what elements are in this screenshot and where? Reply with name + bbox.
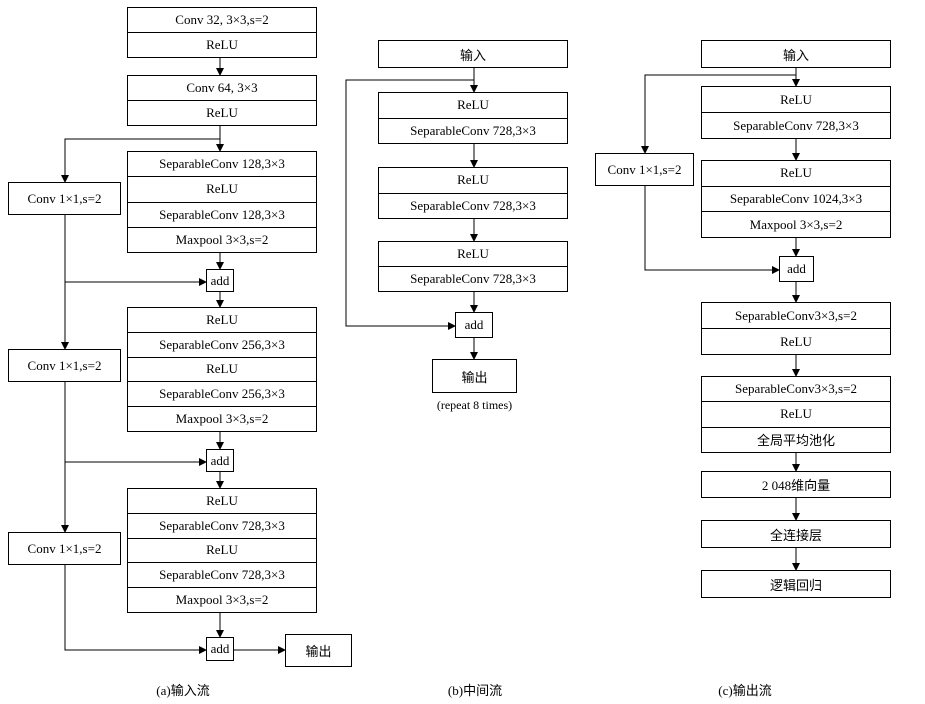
node-label: ReLU	[206, 311, 238, 327]
exit-vector-node: 2 048维向量	[701, 471, 891, 498]
repeat-note: (repeat 8 times)	[436, 398, 513, 412]
node-label: ReLU	[128, 32, 316, 57]
node-label: ReLU	[457, 246, 489, 261]
middle-block-2: ReLU SeparableConv 728,3×3	[378, 167, 568, 219]
caption-entry-flow: (a)输入流	[156, 683, 210, 698]
entry-block-sep128: SeparableConv 128,3×3 ReLU SeparableConv…	[127, 151, 317, 253]
exit-input-node: 输入	[701, 40, 891, 68]
entry-block-conv64: Conv 64, 3×3 ReLU	[127, 75, 317, 126]
node-label: ReLU	[206, 492, 238, 508]
node-label: SeparableConv 728,3×3	[379, 117, 567, 144]
entry-add-node-1: add	[206, 269, 234, 292]
middle-block-1: ReLU SeparableConv 728,3×3	[378, 92, 568, 144]
middle-input-node: 输入	[378, 40, 568, 68]
entry-block-conv32: Conv 32, 3×3,s=2 ReLU	[127, 7, 317, 58]
node-label: SeparableConv 256,3×3	[128, 331, 316, 357]
node-label: ReLU	[128, 100, 316, 125]
exit-add-node: add	[779, 256, 814, 282]
entry-output-node: 输出	[285, 634, 352, 667]
exit-logistic-node: 逻辑回归	[701, 570, 891, 598]
node-label: SeparableConv 1024,3×3	[702, 185, 890, 212]
entry-skip-conv-1: Conv 1×1,s=2	[8, 182, 121, 215]
node-label: Maxpool 3×3,s=2	[128, 587, 316, 612]
caption-exit-flow: (c)输出流	[718, 683, 772, 698]
node-label: ReLU	[457, 97, 489, 113]
node-label: ReLU	[128, 537, 316, 563]
node-label: ReLU	[780, 165, 812, 181]
node-label: ReLU	[128, 356, 316, 382]
exit-skip-conv: Conv 1×1,s=2	[595, 153, 694, 186]
node-label: Maxpool 3×3,s=2	[128, 406, 316, 431]
node-label: Maxpool 3×3,s=2	[128, 226, 316, 252]
middle-output-node: 输出	[432, 359, 517, 393]
node-label: ReLU	[702, 328, 890, 354]
node-label: SeparableConv 728,3×3	[128, 562, 316, 587]
entry-skip-conv-2: Conv 1×1,s=2	[8, 349, 121, 382]
entry-add-node-2: add	[206, 449, 234, 472]
middle-block-3: ReLU SeparableConv 728,3×3	[378, 241, 568, 292]
exit-block-4: SeparableConv3×3,s=2 ReLU 全局平均池化	[701, 376, 891, 453]
exit-block-1: ReLU SeparableConv 728,3×3	[701, 86, 891, 139]
entry-add-node-3: add	[206, 637, 234, 661]
node-label: 全局平均池化	[702, 426, 890, 452]
node-label: SeparableConv3×3,s=2	[735, 381, 857, 397]
node-label: SeparableConv 728,3×3	[379, 266, 567, 291]
node-label: SeparableConv 128,3×3	[159, 156, 285, 172]
entry-block-sep256: ReLU SeparableConv 256,3×3 ReLU Separabl…	[127, 307, 317, 432]
node-label: ReLU	[457, 172, 489, 188]
node-label: Maxpool 3×3,s=2	[702, 211, 890, 237]
node-label: ReLU	[702, 401, 890, 426]
node-label: SeparableConv3×3,s=2	[735, 307, 857, 323]
exit-block-3: SeparableConv3×3,s=2 ReLU	[701, 302, 891, 355]
exit-fc-node: 全连接层	[701, 520, 891, 548]
exit-block-2: ReLU SeparableConv 1024,3×3 Maxpool 3×3,…	[701, 160, 891, 238]
node-label: SeparableConv 728,3×3	[379, 192, 567, 219]
middle-add-node: add	[455, 312, 493, 338]
node-label: SeparableConv 728,3×3	[128, 512, 316, 538]
entry-block-sep728: ReLU SeparableConv 728,3×3 ReLU Separabl…	[127, 488, 317, 613]
node-label: ReLU	[780, 91, 812, 107]
node-label: Conv 64, 3×3	[186, 80, 258, 95]
node-label: SeparableConv 128,3×3	[128, 201, 316, 227]
node-label: SeparableConv 728,3×3	[702, 112, 890, 138]
caption-middle-flow: (b)中间流	[447, 683, 503, 698]
node-label: SeparableConv 256,3×3	[128, 381, 316, 406]
entry-skip-conv-3: Conv 1×1,s=2	[8, 532, 121, 565]
node-label: ReLU	[128, 176, 316, 201]
node-label: Conv 32, 3×3,s=2	[175, 12, 269, 27]
